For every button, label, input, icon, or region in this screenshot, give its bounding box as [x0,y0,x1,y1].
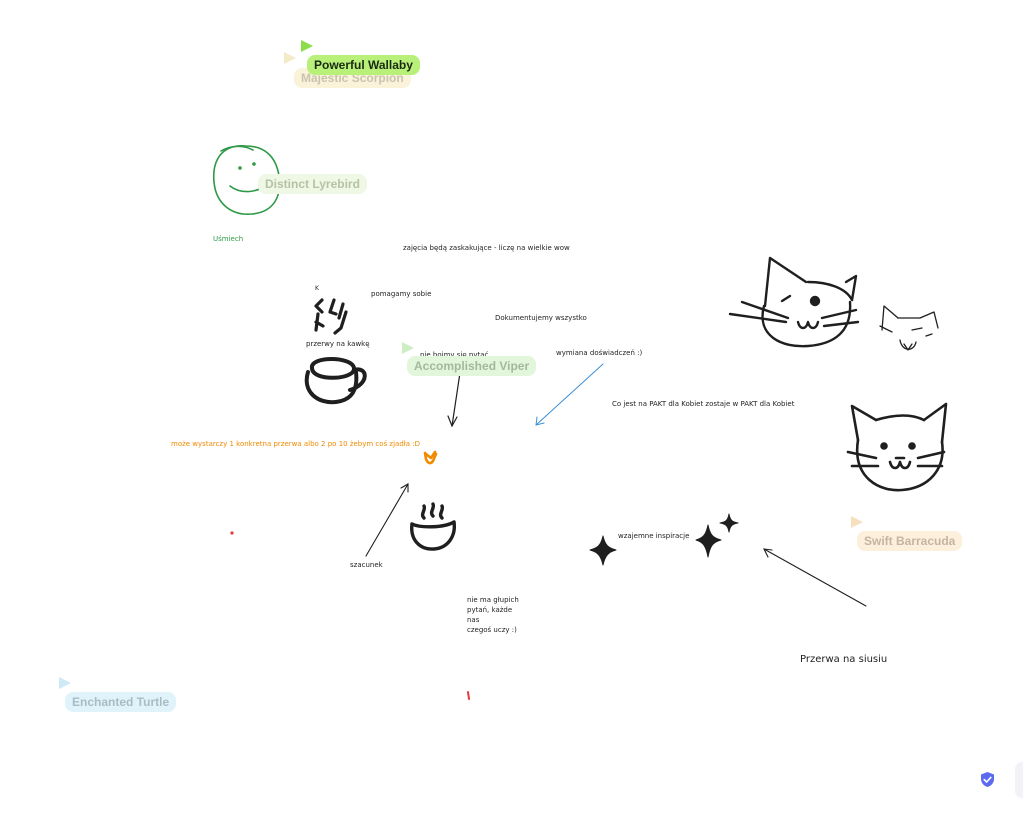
sparkles-sketch [589,513,739,566]
collaborator-name: Accomplished Viper [407,356,537,376]
collaborator-name: Distinct Lyrebird [258,174,367,194]
note-przerwa-siusiu[interactable]: Przerwa na siusiu [800,654,888,665]
note-wymiana[interactable]: wymiana doświadczeń :) [556,349,643,357]
note-wzajemne[interactable]: wzajemne inspiracje [618,532,690,540]
cursor-pointer-icon [402,342,414,354]
note-dokumentujemy[interactable]: Dokumentujemy wszystko [495,314,587,322]
red-dash [467,691,470,700]
note-k[interactable]: K [315,285,319,292]
collaborator-name: Swift Barracuda [857,531,963,551]
collaborator-name: Powerful Wallaby [307,55,420,75]
arrow-boimy [447,365,462,428]
arrow-siusiu [763,548,867,607]
side-panel-tab[interactable] [1015,762,1023,798]
cat-sketch-large [728,256,860,348]
note-nie-ma-line-4: czegoś uczy :) [467,626,517,634]
coffee-cup-sketch [304,357,367,405]
collaborator-turtle: Enchanted Turtle [59,677,177,712]
arrow-szacunek [365,483,409,557]
collaborator-name: Enchanted Turtle [65,692,177,712]
note-zajecia[interactable]: zajęcia będą zaskakujące - liczę na wiel… [403,244,570,252]
cursor-pointer-icon [59,677,71,689]
note-nie-ma-line-2: pytań, każde [467,606,513,614]
red-dot [230,531,234,535]
note-nie-boimy[interactable]: nie boimy się pytać [420,351,489,359]
note-szacunek[interactable]: szacunek [350,561,383,569]
cursor-pointer-icon [301,40,313,52]
collaborator-viper: Accomplished Viper [402,342,537,376]
note-nie-ma-line-1: nie ma głupich [467,596,519,604]
note-pakt[interactable]: Co jest na PAKT dla Kobiet zostaje w PAK… [612,400,795,408]
note-przerwy[interactable]: przerwy na kawkę [306,340,370,348]
bowl-sketch [410,502,456,551]
cursor-pointer-icon [851,516,863,528]
note-pomagamy[interactable]: pomagamy sobie [371,290,432,298]
cat-sketch-face [846,402,948,492]
note-moze[interactable]: może wystarczy 1 konkretna przerwa albo … [171,440,421,448]
cursor-pointer-icon [284,52,296,64]
collaborator-lyrebird: Distinct Lyrebird [258,174,367,194]
cat-sketch-small [879,305,939,351]
collaborator-wallaby: Powerful Wallaby [301,40,420,75]
note-nie-ma-line-3: nas [467,616,480,624]
arrow-blue [535,363,604,426]
note-nie-ma[interactable]: nie ma głupich pytań, każde nas czegoś u… [467,595,519,635]
hands-sketch [314,298,348,335]
note-usmiech[interactable]: Uśmiech [213,235,244,243]
shield-check-icon[interactable] [979,771,996,788]
heart-sketch [423,450,438,465]
collaborator-barracuda: Swift Barracuda [851,516,963,551]
